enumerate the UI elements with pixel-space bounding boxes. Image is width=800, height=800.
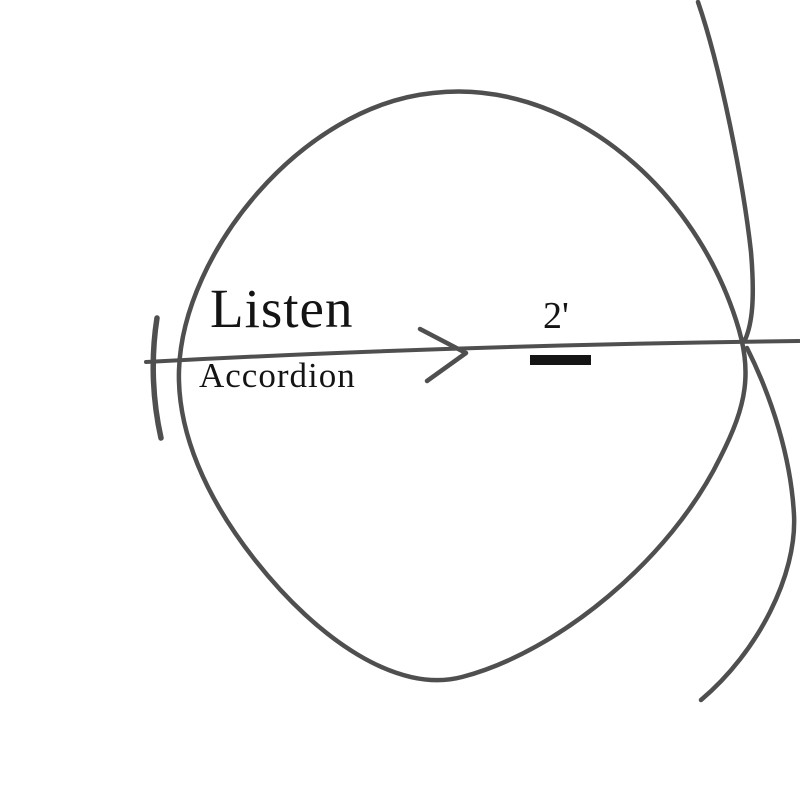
path-line bbox=[144, 339, 800, 364]
start-tick bbox=[150, 315, 164, 441]
secondary-circle-upper-arc bbox=[695, 0, 756, 343]
measurement-label: 2' bbox=[543, 295, 569, 337]
secondary-circle-lower-arc bbox=[698, 345, 797, 703]
arrow-icon bbox=[417, 326, 469, 384]
main-circle-outline bbox=[176, 89, 748, 683]
subtitle-label: Accordion bbox=[199, 356, 356, 395]
scale-bar bbox=[530, 355, 591, 365]
title-label: Listen bbox=[210, 278, 354, 339]
